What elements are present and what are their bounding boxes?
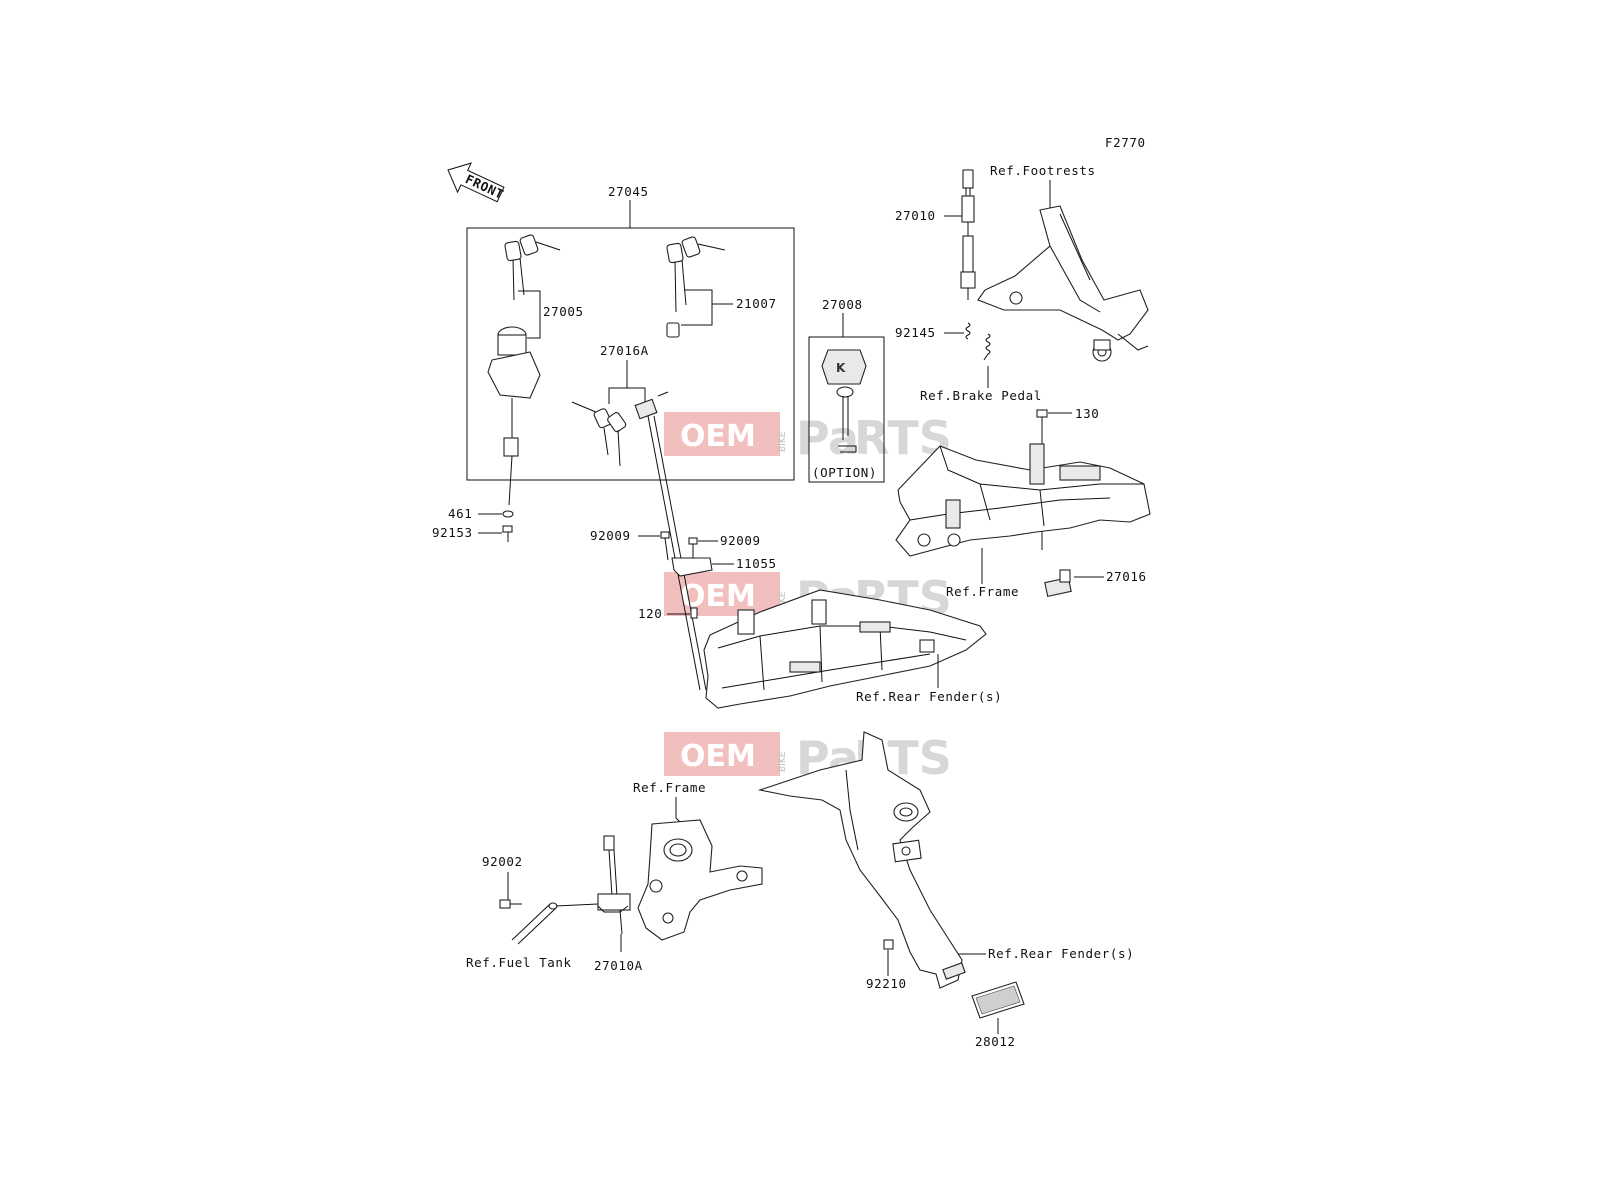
svg-text:OEM: OEM	[680, 419, 756, 454]
seat-lock-cable-part	[647, 415, 707, 691]
label-ref-rear-fender-mid: Ref.Rear Fender(s)	[856, 689, 1002, 704]
brake-light-switch-part	[960, 169, 976, 300]
footrest-bracket-part	[977, 205, 1149, 362]
label-ref-fuel-tank: Ref.Fuel Tank	[466, 955, 572, 970]
clip-120-part	[690, 607, 698, 619]
ignition-keys-part	[504, 234, 561, 301]
fuel-tank-rod-part	[511, 902, 558, 945]
label-27010A: 27010A	[594, 958, 643, 973]
svg-text:K: K	[836, 361, 846, 375]
washer-461-part	[502, 510, 514, 518]
rear-fender-part	[757, 731, 966, 989]
bolt-130-part	[1036, 409, 1048, 436]
reflector-28012-part	[971, 981, 1025, 1019]
front-arrow-label: FRONT	[463, 171, 506, 202]
label-ref-footrests: Ref.Footrests	[990, 163, 1096, 178]
seat-lock-keys-part	[571, 391, 669, 467]
label-92145: 92145	[895, 325, 936, 340]
svg-text:BIKE: BIKE	[778, 431, 788, 452]
svg-text:a: a	[828, 411, 859, 465]
label-27008: 27008	[822, 297, 863, 312]
label-28012: 28012	[975, 1034, 1016, 1049]
label-92009-right: 92009	[720, 533, 761, 548]
label-130: 130	[1075, 406, 1099, 421]
label-92009-left: 92009	[590, 528, 631, 543]
rear-frame-part	[895, 443, 1151, 557]
key-set-group: 27045 27005	[466, 184, 795, 506]
seat-lock-27016-part	[1044, 569, 1072, 597]
label-461: 461	[448, 506, 472, 521]
rear-fender-tray-part	[703, 589, 987, 709]
label-ref-frame-bottom: Ref.Frame	[633, 780, 706, 795]
label-120: 120	[638, 606, 662, 621]
spare-keys-part	[666, 236, 726, 338]
nut-92210-part	[883, 939, 894, 950]
label-21007: 21007	[736, 296, 777, 311]
label-27005: 27005	[543, 304, 584, 319]
label-27010: 27010	[895, 208, 936, 223]
front-arrow-icon: FRONT	[447, 162, 506, 203]
optional-key-part: K	[821, 349, 867, 453]
bolt-92153-part	[502, 525, 513, 542]
label-ref-frame-right: Ref.Frame	[946, 584, 1019, 599]
watermark-top: OEM BIKE P a RTS	[664, 411, 952, 465]
label-92153: 92153	[432, 525, 473, 540]
svg-text:P: P	[796, 411, 830, 465]
svg-text:OEM: OEM	[680, 739, 756, 774]
screw-92009-left-part	[660, 531, 670, 561]
screw-92002-part	[499, 899, 522, 909]
ignition-switch-part	[487, 326, 541, 506]
frame-bracket-bottom-part	[637, 819, 763, 941]
figure-code: F2770	[1105, 135, 1146, 150]
spring-92145-part	[965, 322, 991, 361]
key-set-box	[466, 227, 795, 481]
bracket-11055-part	[671, 557, 713, 577]
svg-text:BIKE: BIKE	[778, 751, 788, 772]
label-27016: 27016	[1106, 569, 1147, 584]
label-option: (OPTION)	[812, 465, 877, 480]
label-92210: 92210	[866, 976, 907, 991]
label-92002: 92002	[482, 854, 523, 869]
label-27016A: 27016A	[600, 343, 649, 358]
label-ref-brake-pedal: Ref.Brake Pedal	[920, 388, 1042, 403]
label-ref-rear-fender-bottom: Ref.Rear Fender(s)	[988, 946, 1134, 961]
screw-92009-right-part	[688, 537, 698, 560]
optional-key-box	[808, 336, 885, 483]
label-27045: 27045	[608, 184, 649, 199]
label-11055: 11055	[736, 556, 777, 571]
fuel-lock-switch-part	[555, 835, 631, 935]
watermark-bottom: OEM BIKE P a RTS	[664, 731, 952, 785]
svg-text:BIKE: BIKE	[778, 591, 788, 612]
